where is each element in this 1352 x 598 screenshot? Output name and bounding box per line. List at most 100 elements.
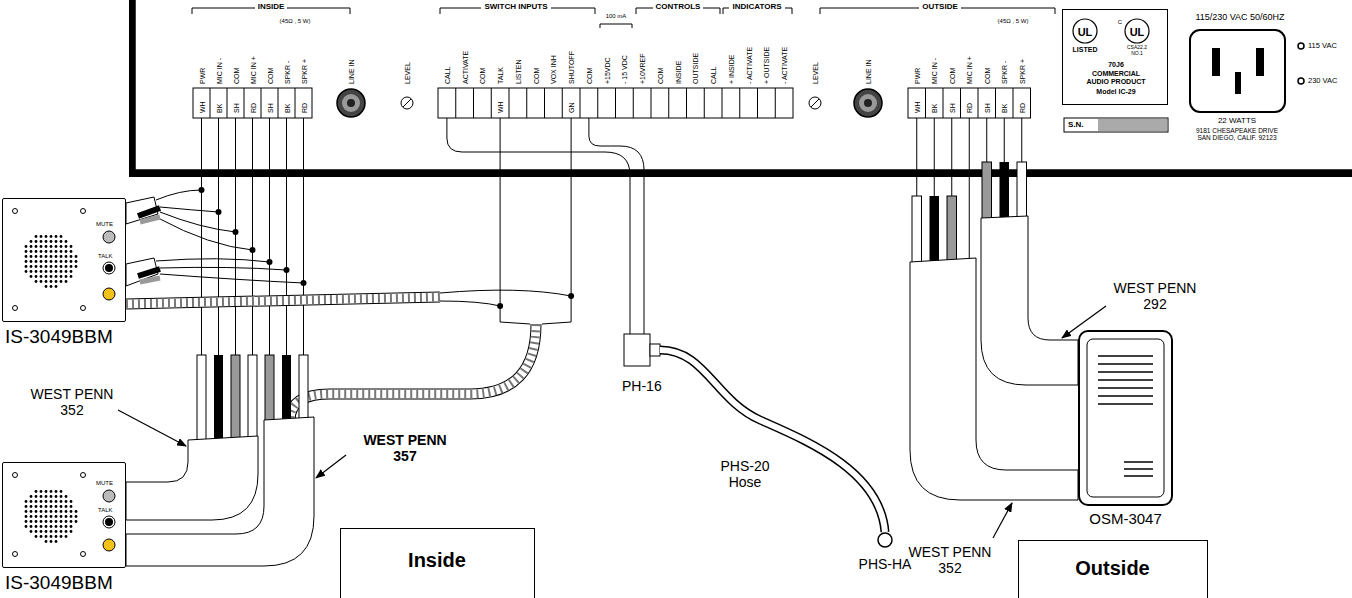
speaker-hole <box>45 520 48 523</box>
control-name: LEVEL <box>404 62 411 84</box>
terminal-name: INSIDE <box>674 61 681 84</box>
speaker-hole <box>50 260 53 263</box>
speaker-hole <box>40 260 43 263</box>
speaker-hole <box>30 505 33 508</box>
conductor <box>282 355 291 422</box>
speaker-hole <box>35 490 38 493</box>
speaker-hole <box>60 495 63 498</box>
outdoor-speaker: OSM-3047 <box>1078 330 1173 506</box>
listing-text: CSA22.2 NO.1 <box>1124 45 1150 57</box>
screw <box>81 209 86 214</box>
screw <box>13 306 18 311</box>
jack <box>342 94 360 112</box>
splice-dot <box>284 267 290 273</box>
listing-text: 70J6 <box>1108 61 1124 69</box>
speaker-hole <box>60 275 63 278</box>
terminal-strip <box>438 88 793 118</box>
terminal-name: VOX INH <box>550 55 557 84</box>
speaker-hole <box>25 515 28 518</box>
speaker-hole <box>50 270 53 273</box>
ribbon-stripes <box>290 324 536 420</box>
grille-slot <box>1098 371 1153 373</box>
speaker-hole <box>70 520 73 523</box>
speaker-hole <box>35 520 38 523</box>
wire-color: SH <box>983 103 990 113</box>
conductor <box>138 269 160 276</box>
speaker-hole <box>75 520 78 523</box>
speaker-hole <box>55 275 58 278</box>
voltage-option: 115 VAC <box>1308 42 1337 51</box>
speaker-hole <box>60 265 63 268</box>
node-graphic <box>3 199 124 320</box>
speaker-hole <box>40 520 43 523</box>
speaker-hole <box>70 530 73 533</box>
inlet-pin <box>1256 48 1264 76</box>
inlet-pin <box>1235 72 1241 94</box>
terminal-name: - ACTIVATE <box>745 47 752 84</box>
splice-dot <box>199 187 205 193</box>
grille-slot <box>1124 468 1153 470</box>
speaker-hole <box>35 270 38 273</box>
speaker-hole <box>50 540 53 543</box>
speaker-hole <box>55 260 58 263</box>
speaker-hole <box>55 265 58 268</box>
speaker-hole <box>45 530 48 533</box>
speaker-hole <box>55 235 58 238</box>
hose <box>660 350 885 532</box>
speaker-hole <box>30 265 33 268</box>
speaker-hole <box>65 525 68 528</box>
speaker-hole <box>45 270 48 273</box>
speaker-hole <box>60 515 63 518</box>
speaker-hole <box>60 525 63 528</box>
terminal-name: ACTIVATE <box>461 51 468 84</box>
cable-callout: WEST PENN 352 <box>901 544 999 576</box>
speaker-hole <box>50 515 53 518</box>
ribbon-cable <box>126 297 440 304</box>
speaker-hole <box>65 515 68 518</box>
speaker-hole <box>45 515 48 518</box>
indicator-button <box>103 288 115 300</box>
area-box: Outside <box>1018 540 1208 598</box>
grille-slot <box>1124 475 1153 477</box>
ribbon-cable <box>290 324 536 420</box>
rear-panel <box>135 0 1352 170</box>
speaker-hole <box>55 495 58 498</box>
speaker-hole <box>70 275 73 278</box>
speaker-hole <box>65 260 68 263</box>
speaker-hole <box>65 250 68 253</box>
intercom-station: MUTETALKIS-3049BBM <box>2 198 126 322</box>
speaker-hole <box>75 265 78 268</box>
speaker-hole <box>65 495 68 498</box>
speaker-hole <box>30 255 33 258</box>
voltage-selector <box>1298 78 1304 84</box>
speaker-hole <box>55 515 58 518</box>
terminal-name: COM <box>585 68 592 84</box>
part-name: PHS-HA <box>859 556 912 572</box>
speaker-hole <box>40 490 43 493</box>
speaker-hole <box>50 520 53 523</box>
terminal-name: COM <box>983 68 990 84</box>
speaker-hole <box>25 255 28 258</box>
conductor <box>231 355 240 443</box>
speaker-hole <box>30 245 33 248</box>
speaker-hole <box>45 275 48 278</box>
speaker-hole <box>60 490 63 493</box>
speaker-hole <box>60 260 63 263</box>
grille-slot <box>1098 387 1153 389</box>
speaker-hole <box>55 270 58 273</box>
speaker-hole <box>60 505 63 508</box>
power-rating: 115/230 VAC 50/60HZ <box>1195 12 1284 22</box>
speaker-hole <box>50 530 53 533</box>
wire-color: RD <box>300 103 307 113</box>
speaker-hole <box>35 260 38 263</box>
hose <box>660 350 885 532</box>
listing-text: COMMERCIAL AUDIO PRODUCT <box>1082 70 1150 86</box>
terminal-divider <box>210 88 295 118</box>
power-inlet <box>1190 30 1285 112</box>
terminal-name: SHUTOFF <box>568 51 575 84</box>
speaker-hole <box>40 280 43 283</box>
terminal-name: SPKR - <box>283 61 290 84</box>
terminal-name: COM <box>656 68 663 84</box>
panel-shadow <box>129 170 1352 177</box>
talk-button <box>105 264 113 272</box>
